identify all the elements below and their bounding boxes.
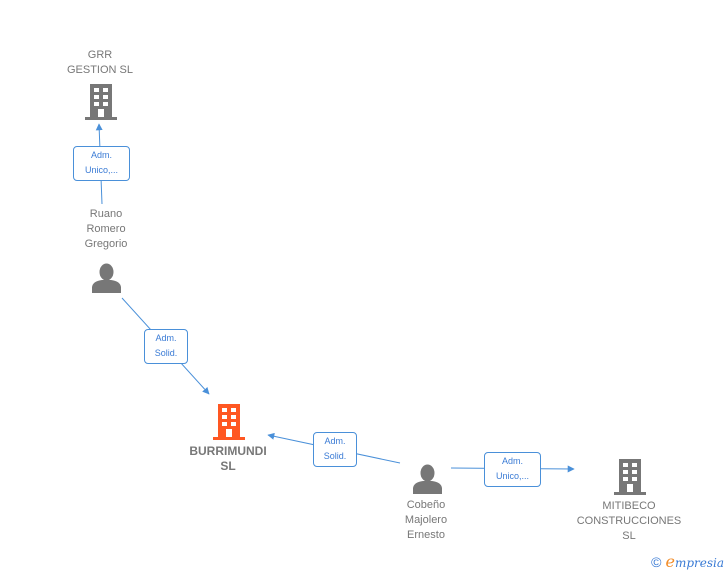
node-label-cobeno[interactable]: Cobeño Majolero Ernesto xyxy=(404,499,448,541)
node-label-burrimundi[interactable]: BURRIMUNDI SL xyxy=(189,444,267,473)
node-label-ruano[interactable]: Ruano Romero Gregorio xyxy=(84,208,128,250)
building-main-icon[interactable] xyxy=(213,404,245,440)
building-icon[interactable] xyxy=(614,459,646,495)
brand-name: mpresia xyxy=(674,556,724,570)
edge-label-cobeno-mitibeco[interactable]: Adm. Unico,... xyxy=(484,452,541,487)
brand-initial: e xyxy=(665,552,675,571)
person-icon[interactable] xyxy=(413,464,442,494)
building-icon[interactable] xyxy=(85,84,117,120)
copyright-icon: © xyxy=(651,554,662,570)
node-label-mitibeco[interactable]: MITIBECO CONSTRUCCIONES SL xyxy=(576,500,682,542)
edge-label-ruano-grr[interactable]: Adm. Unico,... xyxy=(73,146,130,181)
empresia-logo[interactable]: ©empresia xyxy=(651,552,724,571)
node-label-grr[interactable]: GRR GESTION SL xyxy=(66,49,134,76)
edge-label-cobeno-burrimundi[interactable]: Adm. Solid. xyxy=(313,432,357,467)
edge-label-ruano-burrimundi[interactable]: Adm. Solid. xyxy=(144,329,188,364)
person-icon[interactable] xyxy=(92,263,121,293)
